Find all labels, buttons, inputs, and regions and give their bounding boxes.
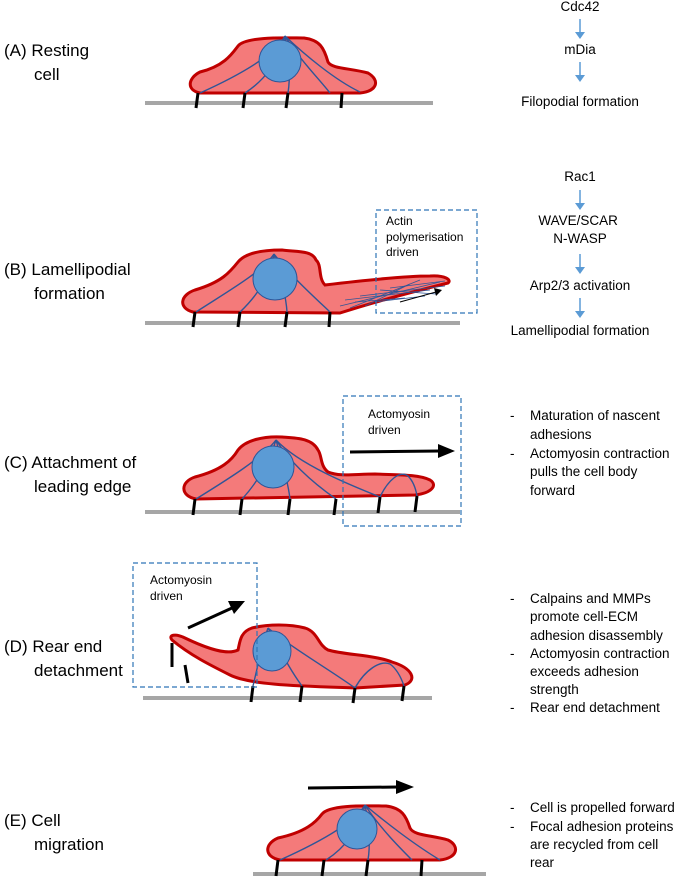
cell-body-c [182, 435, 435, 501]
pathway-arrow-icon [575, 190, 585, 210]
adhesions-c [191, 495, 419, 516]
pathway-arrow-icon [575, 298, 585, 318]
stage-a: (A) Resting cell Cdc42 mDia Filopodial f… [4, 0, 639, 109]
actomyosin-box-c-label: Actomyosin driven [368, 407, 433, 437]
note-c-2: - Actomyosin contraction pulls the cell … [510, 446, 673, 498]
nucleus-d [252, 630, 292, 672]
stage-d: (D) Rear end detachment Actomyosin drive… [4, 562, 673, 715]
stage-c: (C) Attachment of leading edge Actomyosi… [4, 395, 673, 527]
stage-a-title: (A) Resting cell [4, 41, 94, 84]
polymerisation-arrow-icon [399, 288, 442, 303]
note-e-1: - Cell is propelled forward [510, 800, 675, 815]
stage-c-title: (C) Attachment of leading edge [4, 453, 141, 496]
pathway-a-step-1: Cdc42 [560, 0, 599, 14]
nucleus-b [252, 257, 298, 301]
actomyosin-box-c [342, 395, 462, 527]
adhesions-e [274, 859, 424, 877]
pathway-a-step-3: Filopodial formation [521, 94, 639, 109]
stage-d-title: (D) Rear end detachment [4, 637, 123, 680]
pathway-arrow-icon [575, 62, 585, 82]
note-c-1: - Maturation of nascent adhesions [510, 408, 664, 442]
migration-arrow-icon [307, 780, 414, 794]
note-d-1: - Calpains and MMPs promote cell-ECM adh… [510, 591, 663, 643]
actin-meshwork-b [339, 279, 446, 309]
nucleus-a [258, 39, 302, 83]
pathway-b-step-2: WAVE/SCAR N-WASP [538, 213, 621, 246]
note-e-2: - Focal adhesion proteins are recycled f… [510, 819, 677, 870]
pathway-b-step-4: Lamellipodial formation [511, 323, 650, 338]
nucleus-e [336, 808, 378, 850]
stage-b-title: (B) Lamellipodial formation [4, 260, 135, 303]
cell-body-d [169, 623, 414, 690]
rear-detach-arrow-icon [187, 601, 245, 630]
forward-arrow-icon [349, 444, 455, 458]
adhesions-a [194, 92, 344, 109]
polymerisation-box [375, 209, 478, 314]
adhesions-d [170, 643, 406, 704]
stage-e: (E) Cell migration - Cell is propelled f… [4, 780, 677, 877]
actomyosin-box-d [132, 562, 258, 688]
stage-b: (B) Lamellipodial formation [4, 169, 649, 338]
pathway-b-step-1: Rac1 [564, 169, 596, 184]
pathway-b-step-3: Arp2/3 activation [530, 278, 631, 293]
pathway-b-step-2-line-2: N-WASP [553, 231, 607, 246]
nucleus-c [251, 445, 295, 489]
actomyosin-box-d-label: Actomyosin driven [150, 573, 215, 603]
cell-body-b [181, 248, 451, 315]
pathway-a-step-2: mDia [564, 42, 596, 57]
pathway-arrow-icon [575, 254, 585, 274]
note-d-2: - Actomyosin contraction exceeds adhesio… [510, 646, 673, 697]
pathway-arrow-icon [575, 19, 585, 39]
adhesions-b [191, 311, 332, 328]
stage-e-title: (E) Cell migration [4, 811, 104, 854]
note-d-3: - Rear end detachment [510, 700, 660, 715]
polymerisation-box-label: Actin polymerisation driven [386, 214, 467, 259]
